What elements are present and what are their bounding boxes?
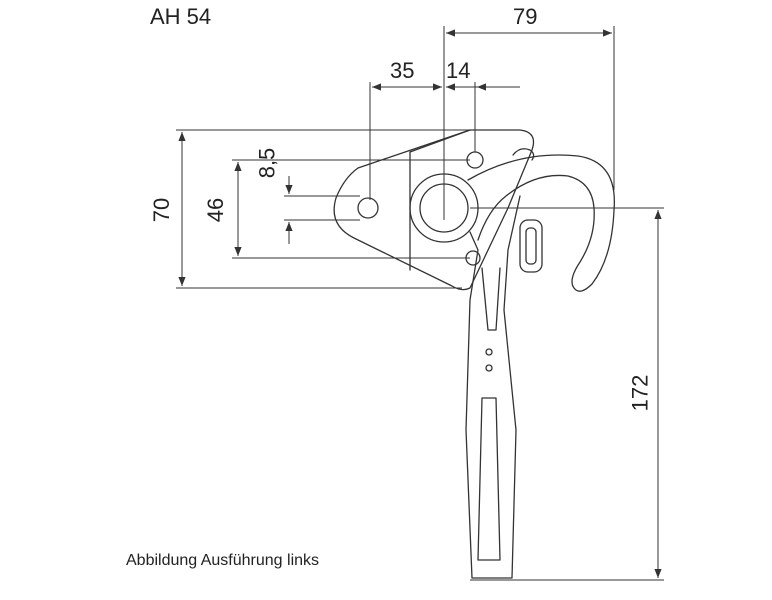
dimension-172-label: 172 xyxy=(627,374,653,412)
dimension-8-5-label: 8,5 xyxy=(254,147,280,179)
hook-tab xyxy=(512,148,535,161)
mounting-hole-left xyxy=(357,197,379,219)
lever-inner-upper xyxy=(481,267,501,331)
drawing-caption: Abbildung Ausführung links xyxy=(126,552,320,569)
dimension-79-label: 79 xyxy=(513,4,538,29)
dimension-35-label: 35 xyxy=(390,58,415,83)
hook-arm xyxy=(467,154,615,292)
dimension-46-label: 46 xyxy=(203,197,229,223)
lever-handle xyxy=(465,195,521,579)
dimension-14-label: 14 xyxy=(446,58,471,83)
lever-inner-lower xyxy=(477,397,501,561)
lever-hole-b xyxy=(485,364,493,372)
lever-hole-a xyxy=(485,348,493,356)
dimension-70-label: 70 xyxy=(149,197,175,223)
plate-fold-line xyxy=(409,129,471,153)
side-clip-slot xyxy=(525,227,537,265)
drawing-title: AH 54 xyxy=(150,4,212,29)
side-clip xyxy=(519,219,543,273)
base-plate-outline xyxy=(333,129,535,291)
